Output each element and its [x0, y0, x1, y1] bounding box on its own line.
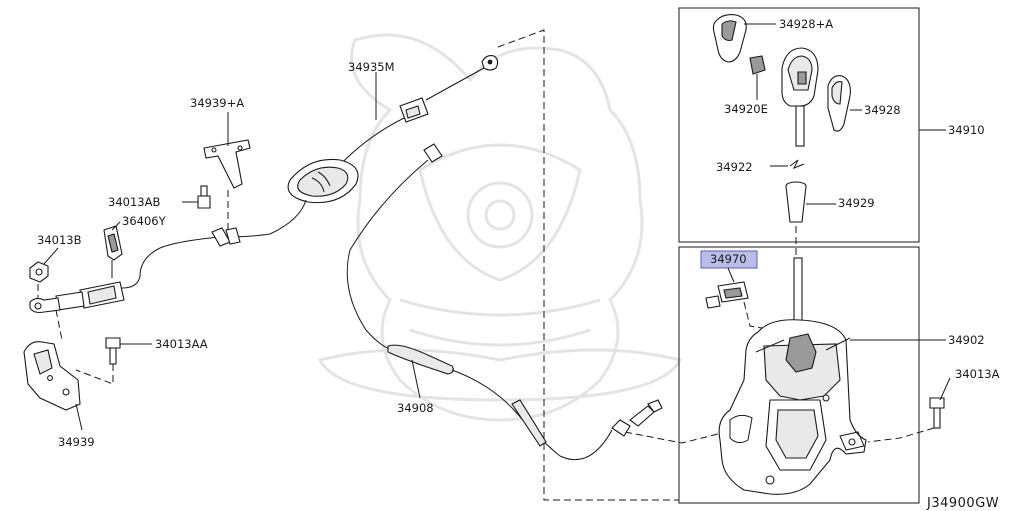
bolt-34013a-icon [867, 377, 951, 443]
control-device-box [678, 246, 920, 504]
part-label-34013a: 34013A [955, 367, 1000, 381]
bracket-34939-icon [23, 309, 83, 431]
part-label-34908: 34908 [397, 401, 434, 415]
part-label-34013ab: 34013AB [108, 195, 160, 209]
shift-cable-part-icon [231, 55, 499, 238]
part-label-34929: 34929 [838, 196, 875, 210]
shift-knob-box [678, 7, 920, 243]
cable-end-dashed-line [624, 431, 727, 444]
sleeve-part-icon [785, 181, 836, 223]
nut-34013b-icon [29, 247, 59, 298]
part-label-34939: 34939 [58, 435, 95, 449]
part-label-34928: 34928 [864, 103, 901, 117]
part-label-34013aa: 34013AA [155, 337, 208, 351]
clip-part-icon [749, 55, 766, 100]
control-device-part-icon [718, 257, 867, 495]
part-label-34970[interactable]: 34970 [710, 252, 747, 266]
part-label-34935m: 34935M [348, 60, 395, 74]
part-label-34920e: 34920E [724, 102, 768, 116]
switch-part-icon [705, 267, 763, 329]
highlight-34970[interactable] [700, 250, 758, 269]
part-label-34910: 34910 [948, 123, 985, 137]
bolt-34013ab-icon [182, 185, 211, 209]
lower-cable-part-icon [29, 227, 241, 314]
part-label-36406y: 36406Y [122, 214, 167, 228]
shift-knob-part-icon [781, 47, 819, 147]
clip-36406y-icon [103, 221, 123, 278]
watermark-logo [317, 33, 683, 422]
part-label-34928a: 34928+A [779, 17, 833, 31]
part-label-34939a: 34939+A [190, 96, 244, 110]
knob-grip-part-icon [827, 75, 862, 132]
bolt-34013aa-icon [75, 337, 152, 385]
bracket-34939a-icon [203, 112, 251, 230]
select-cable-part-icon [346, 143, 663, 461]
cable-mount-dashed-line [497, 29, 679, 501]
spring-clip-part-icon [770, 159, 805, 169]
part-label-34013b: 34013B [37, 233, 82, 247]
diagram-code: J34900GW [926, 496, 999, 511]
part-label-34902: 34902 [948, 333, 985, 347]
knob-cover-part-icon [712, 14, 776, 63]
part-label-34922: 34922 [716, 160, 753, 174]
